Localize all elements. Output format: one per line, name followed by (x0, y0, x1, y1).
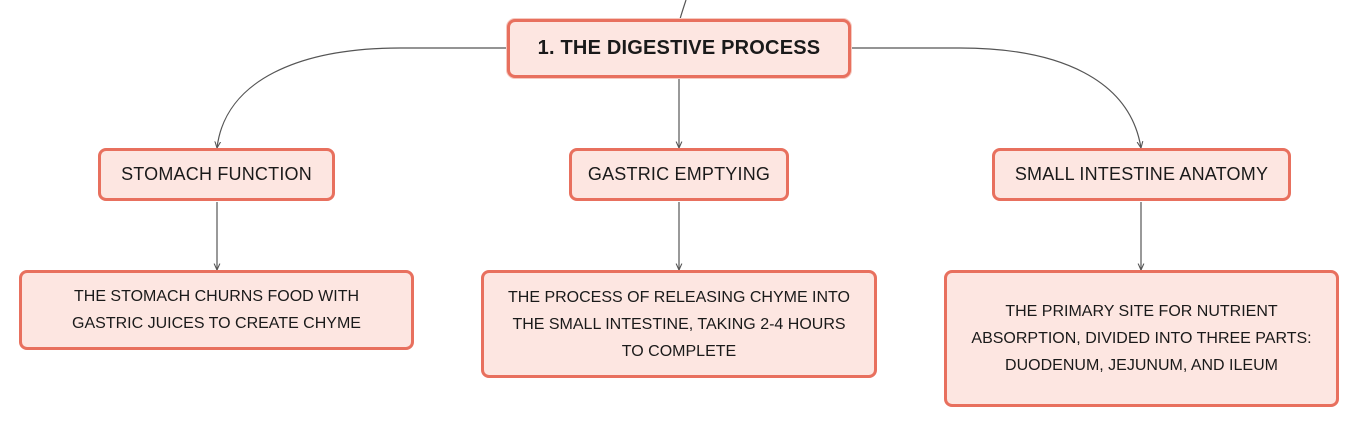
root-node[interactable]: 1. THE DIGESTIVE PROCESS (507, 19, 851, 78)
detail-node-gastric-emptying[interactable]: THE PROCESS OF RELEASING CHYME INTO THE … (481, 270, 877, 378)
incoming-connector (679, 0, 687, 20)
topic-node-gastric-emptying[interactable]: GASTRIC EMPTYING (569, 148, 789, 201)
connector-root-to-stomach-function (217, 47, 507, 148)
detail-node-small-intestine-anatomy[interactable]: THE PRIMARY SITE FOR NUTRIENT ABSORPTION… (944, 270, 1339, 407)
topic-node-label: SMALL INTESTINE ANATOMY (1014, 164, 1269, 184)
detail-node-text: THE STOMACH CHURNS FOOD WITH GASTRIC JUI… (72, 288, 361, 332)
topic-node-label: GASTRIC EMPTYING (587, 164, 771, 184)
connector-root-to-small-intestine-anatomy (851, 47, 1141, 148)
topic-node-label: STOMACH FUNCTION (121, 164, 312, 184)
detail-node-text: THE PRIMARY SITE FOR NUTRIENT ABSORPTION… (971, 303, 1312, 374)
topic-node-small-intestine-anatomy[interactable]: SMALL INTESTINE ANATOMY (992, 148, 1291, 201)
root-node-label: 1. THE DIGESTIVE PROCESS (537, 37, 821, 59)
detail-node-stomach-function[interactable]: THE STOMACH CHURNS FOOD WITH GASTRIC JUI… (19, 270, 414, 350)
topic-node-stomach-function[interactable]: STOMACH FUNCTION (98, 148, 335, 201)
detail-node-text: THE PROCESS OF RELEASING CHYME INTO THE … (508, 288, 850, 360)
